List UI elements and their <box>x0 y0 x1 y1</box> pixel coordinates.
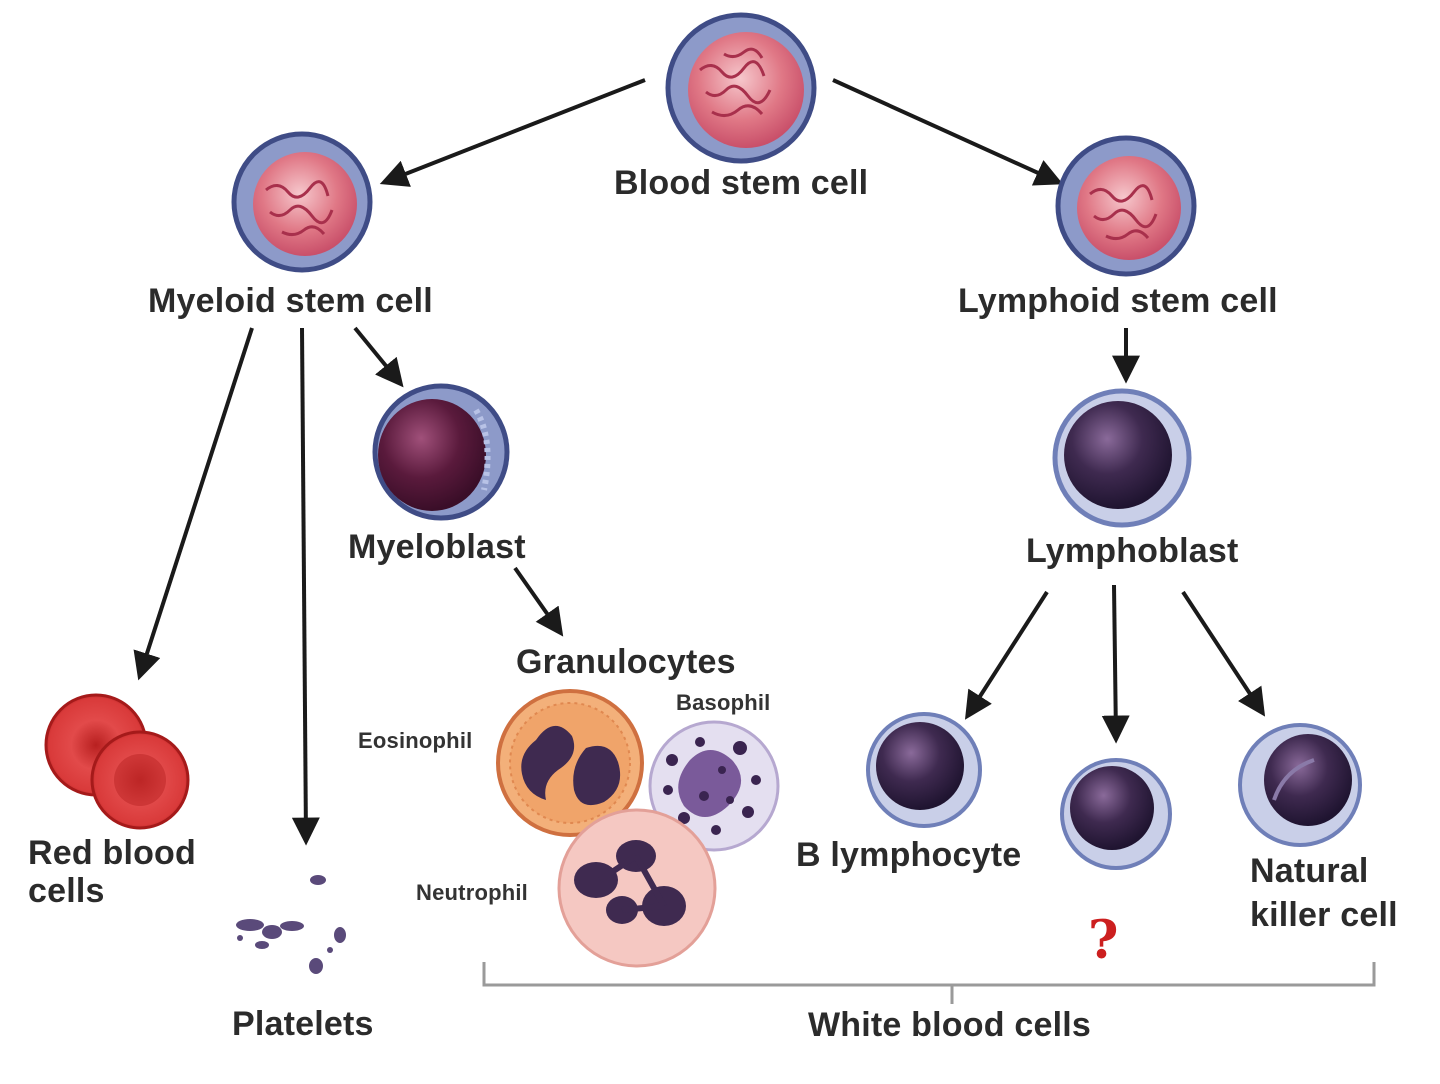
label-unknown-cell: ? <box>1088 910 1119 971</box>
natural-killer-cell-illustration <box>1238 723 1362 847</box>
label-myeloid-stem-cell: Myeloid stem cell <box>148 282 433 320</box>
label-eosinophil: Eosinophil <box>358 728 473 753</box>
red-blood-cells-illustration <box>44 693 190 830</box>
myeloblast-illustration <box>372 383 510 521</box>
platelets-illustration <box>236 875 346 974</box>
lymphoid-stem-cell-illustration <box>1055 135 1197 277</box>
arrow-myeloblast-to-granulocytes <box>513 566 564 637</box>
basophil-illustration <box>648 720 780 852</box>
label-granulocytes: Granulocytes <box>516 643 736 681</box>
arrow-myeloid-to-myeloblast <box>353 326 404 388</box>
unknown-lymphocyte-illustration <box>1060 758 1172 870</box>
label-blood-stem-cell: Blood stem cell <box>614 164 869 202</box>
arrows <box>133 78 1266 846</box>
label-red-blood-cells-line1: Red blood <box>28 834 196 872</box>
label-natural-killer-line1: Natural <box>1250 852 1369 890</box>
arrow-lymphoblast-to-nk <box>1181 590 1266 717</box>
blood-stem-cell-illustration <box>665 12 817 164</box>
label-lymphoid-stem-cell: Lymphoid stem cell <box>958 282 1278 320</box>
arrow-lymphoblast-to-unknown <box>1101 584 1130 744</box>
label-lymphoblast: Lymphoblast <box>1026 532 1239 570</box>
arrow-myeloid-to-platelets <box>291 327 320 846</box>
b-lymphocyte-illustration <box>866 712 982 828</box>
myeloid-stem-cell-illustration <box>231 131 373 273</box>
lymphoblast-illustration <box>1052 388 1192 528</box>
label-platelets: Platelets <box>232 1005 374 1043</box>
eosinophil-illustration <box>496 689 644 837</box>
arrow-stem-to-myeloid <box>379 78 646 187</box>
label-white-blood-cells: White blood cells <box>808 1006 1091 1044</box>
arrow-myeloid-to-rbc <box>133 327 254 681</box>
label-natural-killer-line2: killer cell <box>1250 896 1398 934</box>
label-basophil: Basophil <box>676 690 771 715</box>
arrow-stem-to-lymphoid <box>832 78 1064 186</box>
label-b-lymphocyte: B lymphocyte <box>796 836 1022 874</box>
label-red-blood-cells-line2: cells <box>28 872 105 910</box>
neutrophil-illustration <box>557 808 717 968</box>
label-myeloblast: Myeloblast <box>348 528 526 566</box>
arrow-lymphoblast-to-b-lymphocyte <box>964 590 1049 720</box>
white-blood-cells-bracket <box>482 962 1376 1004</box>
label-neutrophil: Neutrophil <box>416 880 528 905</box>
